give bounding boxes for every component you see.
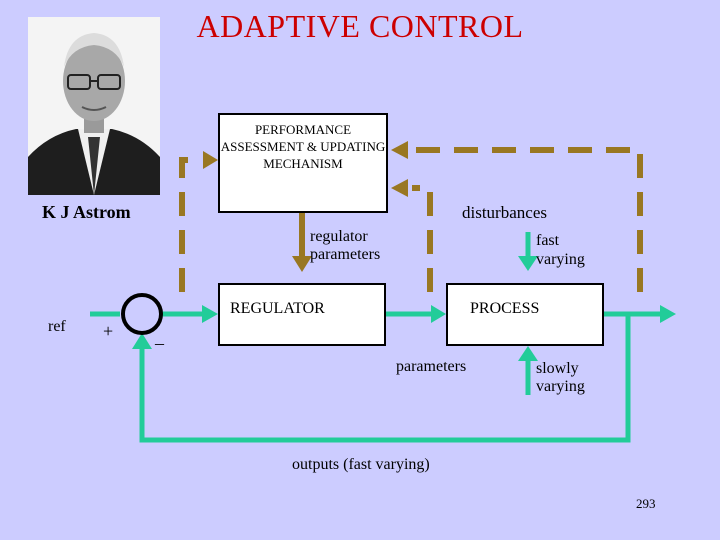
- dashed-line-right-top: [412, 147, 643, 292]
- arrow-into-assessment: [203, 151, 218, 169]
- arrow-into-regulator: [202, 305, 218, 323]
- dashed-line-left: [179, 157, 202, 292]
- portrait-photo: [28, 17, 160, 195]
- process-block: [446, 283, 604, 346]
- fast-disturbance-arrow: [518, 256, 538, 271]
- process-label: PROCESS: [470, 300, 540, 317]
- slowly-label: slowly: [536, 360, 579, 377]
- parameters-label: parameters: [396, 358, 467, 375]
- regulator-label: REGULATOR: [230, 300, 325, 317]
- outputs-label: outputs (fast varying): [292, 456, 430, 473]
- assessment-label: PERFORMANCE ASSESSMENT & UPDATING MECHAN…: [220, 122, 386, 171]
- arrow-into-process: [431, 305, 446, 323]
- arrow-top-into-assessment: [391, 141, 408, 159]
- arrow-output: [660, 305, 676, 323]
- slowly-varying-label: varying: [536, 378, 585, 395]
- arrow-mid-into-assessment: [391, 179, 408, 197]
- regulator-parameter-arrow: [292, 256, 312, 272]
- dashed-line-right-mid: [412, 185, 433, 292]
- regulator-parameters-label-1: regulator: [310, 228, 368, 245]
- summing-junction: [121, 293, 163, 335]
- regulator-parameters-label-2: parameters: [310, 246, 381, 263]
- signal-loop: [90, 311, 662, 443]
- regulator-block: [218, 283, 386, 346]
- plus-sign: +: [103, 321, 114, 341]
- arrow-feedback: [132, 333, 152, 349]
- photo-caption: K J Astrom: [42, 202, 131, 222]
- slow-disturbance-arrow: [518, 346, 538, 361]
- page-number: 293: [636, 496, 656, 511]
- ref-label: ref: [48, 318, 66, 335]
- minus-sign: –: [155, 333, 164, 353]
- fast-varying-label: varying: [536, 251, 585, 268]
- assessment-block: [218, 113, 388, 213]
- disturbances-label: disturbances: [462, 203, 547, 222]
- fast-label: fast: [536, 232, 560, 249]
- slide-title: ADAPTIVE CONTROL: [196, 8, 524, 44]
- adaptation-loop: [179, 147, 643, 292]
